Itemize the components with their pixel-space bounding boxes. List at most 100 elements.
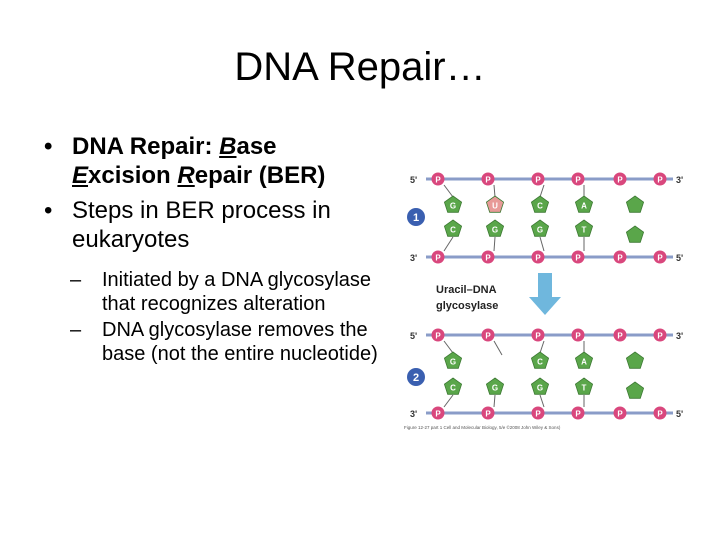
base-label: U	[492, 202, 498, 211]
uracil-base-icon	[485, 195, 505, 213]
bullet-steps: • Steps in BER process in eukaryotes	[44, 196, 394, 254]
sub-bullet-initiated: – Initiated by a DNA glycosylase that re…	[44, 268, 394, 316]
top-strand-1-end-label: 5'	[410, 175, 417, 185]
phosphate-icon	[653, 172, 667, 186]
phosphate-icon	[531, 172, 545, 186]
phosphate-label: P	[535, 332, 541, 341]
phosphate-label: P	[617, 332, 623, 341]
step-number-icon	[407, 368, 425, 386]
base-label: G	[492, 384, 498, 393]
phosphate-icon	[653, 250, 667, 264]
base-label: C	[450, 226, 456, 235]
top-strand-2-end-label: 5'	[410, 331, 417, 341]
sugar-link	[539, 394, 545, 408]
phosphate-label: P	[435, 176, 441, 185]
sugar-link	[443, 340, 454, 354]
enzyme-label: glycosylase	[436, 300, 498, 312]
dash-glyph: –	[70, 269, 82, 291]
base-label: G	[492, 226, 498, 235]
sugar-link	[539, 236, 545, 252]
phosphate-label: P	[575, 332, 581, 341]
base-label: C	[537, 358, 543, 367]
phosphate-label: P	[485, 332, 491, 341]
bottom-strand-1-end-label: 3'	[410, 253, 417, 263]
base-icon	[574, 219, 594, 237]
dash-glyph: –	[70, 319, 82, 341]
phosphate-icon	[481, 172, 495, 186]
sugar-link	[539, 340, 545, 354]
base-icon	[530, 351, 550, 369]
bullet-list: • DNA Repair: Base Excision Repair (BER)…	[44, 132, 394, 366]
base-icon	[625, 195, 645, 213]
bullet-ber: • DNA Repair: Base Excision Repair (BER)	[44, 132, 394, 190]
phosphate-icon	[653, 328, 667, 342]
base-label: T	[582, 226, 587, 235]
sub-bullet-list: – Initiated by a DNA glycosylase that re…	[44, 268, 394, 366]
bullet-ber-part: B	[219, 133, 237, 160]
phosphate-icon	[431, 328, 445, 342]
base-label: G	[450, 358, 456, 367]
base-label: C	[450, 384, 456, 393]
phosphate-label: P	[657, 332, 663, 341]
enzyme-label: Uracil–DNA	[436, 284, 497, 296]
slide-title: DNA Repair…	[234, 45, 486, 89]
top-strand-1-end-label: 3'	[676, 175, 683, 185]
phosphate-label: P	[575, 410, 581, 419]
base-label: C	[537, 202, 543, 211]
phosphate-label: P	[435, 332, 441, 341]
base-icon	[574, 195, 594, 213]
phosphate-label: P	[575, 176, 581, 185]
sugar-link	[443, 184, 454, 198]
base-label: A	[581, 358, 587, 367]
phosphate-label: P	[617, 410, 623, 419]
phosphate-icon	[531, 328, 545, 342]
bullet-ber-part: epair (BER)	[194, 162, 326, 189]
phosphate-label: P	[485, 410, 491, 419]
base-icon	[625, 351, 645, 369]
base-icon	[443, 195, 463, 213]
abasic-site	[493, 340, 503, 356]
step-number-icon	[407, 208, 425, 226]
phosphate-label: P	[617, 176, 623, 185]
base-label: G	[450, 202, 456, 211]
sugar-link	[539, 184, 545, 198]
bullet-steps-text: Steps in BER process in eukaryotes	[72, 197, 331, 253]
phosphate-icon	[613, 406, 627, 420]
bottom-strand-1-end-label: 5'	[676, 253, 683, 263]
figure-caption: Figure 12-27 part 1 Cell and Molecular B…	[404, 424, 561, 430]
phosphate-icon	[571, 172, 585, 186]
phosphate-icon	[613, 250, 627, 264]
bullet-ber-part: DNA Repair:	[72, 133, 220, 160]
base-icon	[625, 381, 645, 399]
phosphate-icon	[481, 406, 495, 420]
phosphate-icon	[431, 250, 445, 264]
sugar-link	[493, 184, 496, 198]
step-number: 2	[413, 372, 419, 384]
phosphate-icon	[531, 250, 545, 264]
bottom-strand-2-end-label: 5'	[676, 409, 683, 419]
bullet-glyph: •	[44, 197, 53, 224]
phosphate-label: P	[657, 176, 663, 185]
base-icon	[530, 219, 550, 237]
sub-bullet-removes: – DNA glycosylase removes the base (not …	[44, 318, 394, 366]
phosphate-label: P	[617, 254, 623, 263]
phosphate-label: P	[657, 254, 663, 263]
phosphate-icon	[481, 250, 495, 264]
bullet-ber-text: DNA Repair: Base Excision Repair (BER)	[72, 133, 325, 189]
down-arrow-icon	[529, 273, 561, 315]
base-label: A	[581, 202, 587, 211]
base-icon	[443, 351, 463, 369]
base-label: T	[582, 384, 587, 393]
bullet-ber-part: E	[72, 162, 89, 189]
phosphate-icon	[481, 328, 495, 342]
base-icon	[485, 219, 505, 237]
phosphate-label: P	[485, 176, 491, 185]
bullet-ber-part: R	[177, 162, 195, 189]
top-strand-2-end-label: 3'	[676, 331, 683, 341]
base-icon	[530, 195, 550, 213]
phosphate-label: P	[435, 254, 441, 263]
sugar-link	[493, 236, 496, 252]
sugar-link	[443, 394, 454, 408]
phosphate-label: P	[535, 176, 541, 185]
